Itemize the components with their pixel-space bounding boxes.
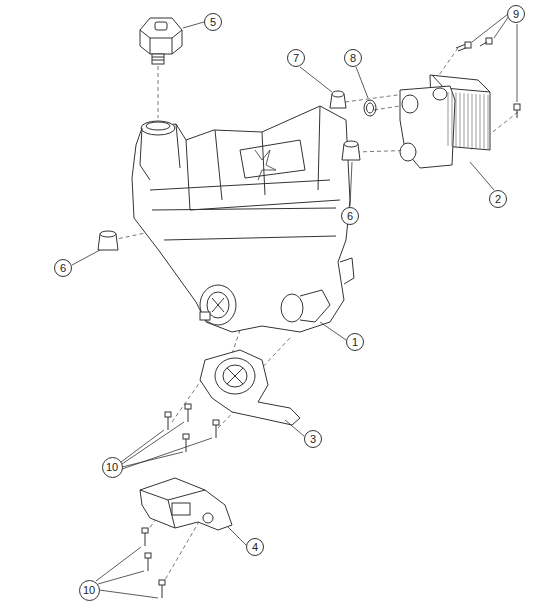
cooler-fin [480,94,481,148]
leader-lines [72,14,517,598]
filler-cap [140,18,182,64]
sensor-cover [140,478,232,530]
cooler-fin [452,92,453,146]
cooler-fin [476,94,477,148]
callout-number: 9 [513,9,519,20]
callout-circle: 10 [79,580,100,601]
callout-number: 5 [210,17,216,28]
callout-number: 10 [83,585,95,596]
cooler-fin [456,93,457,147]
cooler-fin [464,93,465,147]
pump-flange [200,350,300,425]
cooler-fin [484,95,485,149]
callout-number: 3 [310,434,316,445]
callout-circle: 9 [507,5,525,23]
grommets [98,91,376,250]
callout-number: 8 [350,53,356,64]
callout-circle: 2 [489,190,507,208]
callout-circle: 8 [344,49,362,67]
cooler-fin [448,92,449,146]
callout-circle: 3 [304,430,322,448]
cooler-fin [488,95,489,149]
callout-number: 1 [352,337,358,348]
callout-number: 4 [252,542,258,553]
callout-number: 7 [293,53,299,64]
callout-number: 6 [60,263,66,274]
reservoir-tank [132,106,354,332]
callout-circle: 5 [204,13,222,31]
oil-cooler [400,75,490,168]
callout-circle: 1 [346,333,364,351]
screws [456,38,520,118]
callout-number: 6 [347,211,353,222]
callout-circle: 7 [287,49,305,67]
callout-number: 10 [106,462,118,473]
callout-circle: 6 [341,207,359,225]
callout-number: 2 [495,194,501,205]
cooler-fin [468,94,469,148]
cooler-fin [460,93,461,147]
cooler-fin [472,94,473,148]
callout-circle: 6 [54,259,72,277]
callout-circle: 10 [102,457,123,478]
callout-circle: 4 [246,538,264,556]
screws [142,528,165,598]
